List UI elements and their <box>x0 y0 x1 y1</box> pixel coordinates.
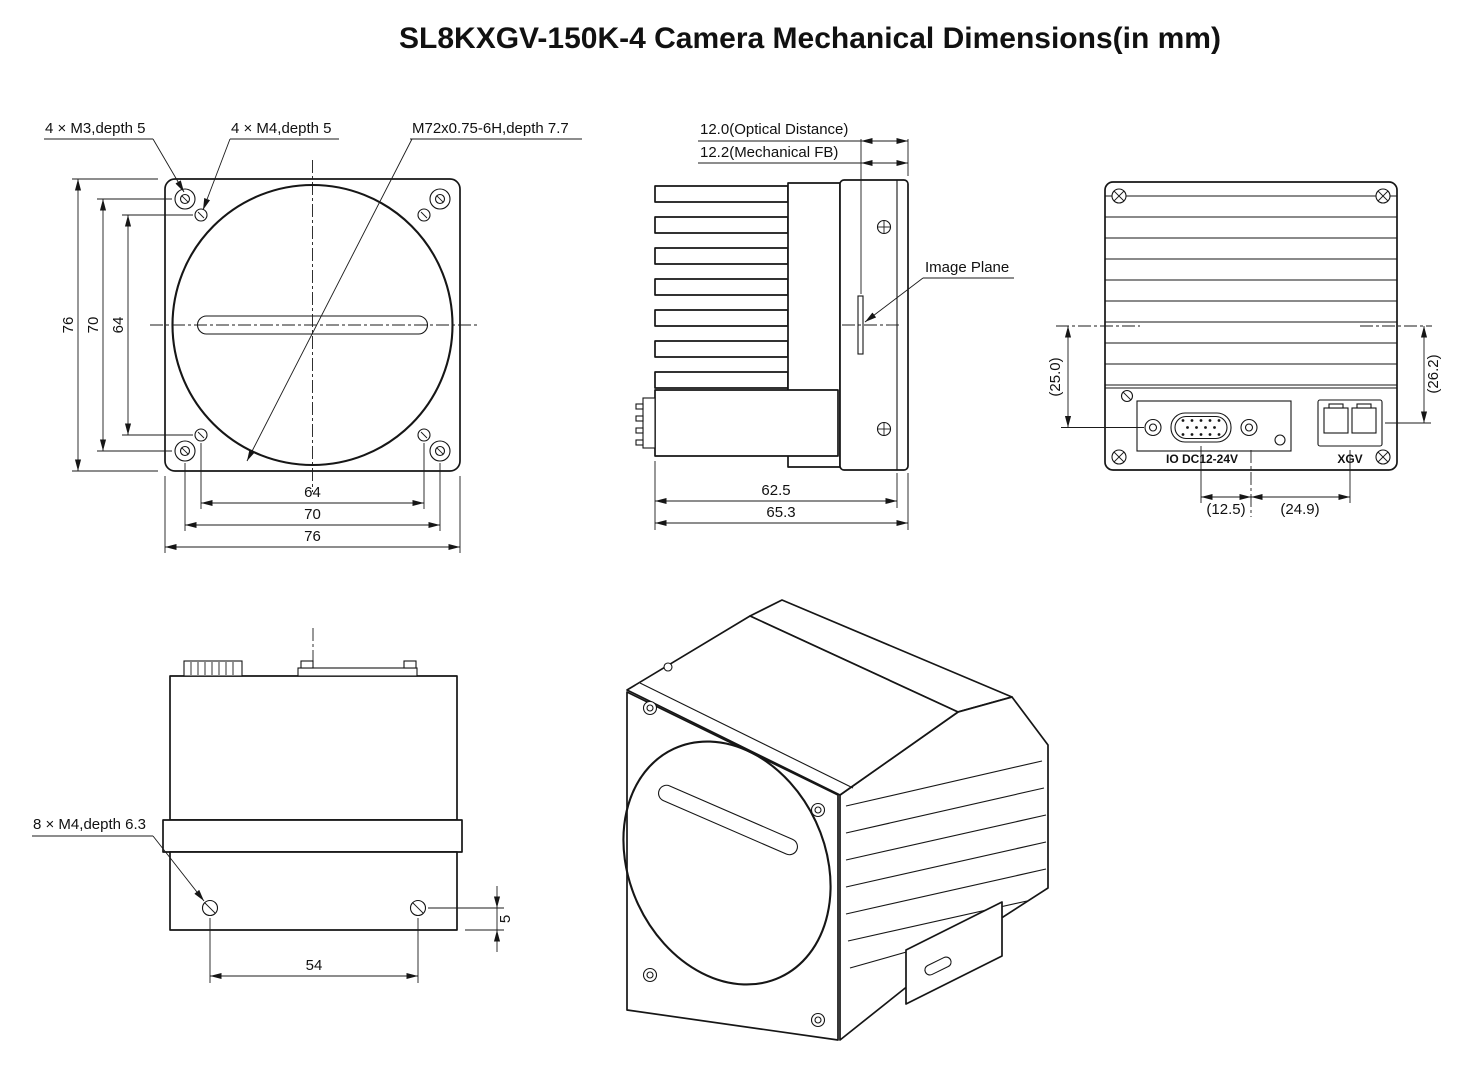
image-plane-label: Image Plane <box>925 259 1009 276</box>
callout-m3-label: 4 × M3,depth 5 <box>45 120 146 137</box>
heatsink-fins <box>654 185 789 389</box>
dim-total-length: 65.3 <box>766 504 795 521</box>
iso-screw-holes <box>642 700 826 1028</box>
iso-side-face <box>839 696 1049 1041</box>
iso-lens-ellipse <box>622 740 832 986</box>
top-connector-1 <box>183 660 243 677</box>
side-mount-holes <box>201 899 427 917</box>
dim-hole-spacing: 54 <box>306 957 323 974</box>
dim-body-length: 62.5 <box>761 482 790 499</box>
jack-screws <box>1144 418 1258 437</box>
m3-mount-holes <box>194 208 431 442</box>
iso-sensor-slot <box>658 784 798 856</box>
m4-mount-holes <box>174 188 451 462</box>
plate-screw-bottom <box>876 421 892 437</box>
dim-width-70: 70 <box>304 506 321 523</box>
side-view: 12.0(Optical Distance) 12.2(Mechanical F… <box>635 121 1014 530</box>
dim-mechanical-fb: 12.2(Mechanical FB) <box>700 144 838 161</box>
drawing-title: SL8KXGV-150K-4 Camera Mechanical Dimensi… <box>399 22 1221 55</box>
dim-height-70: 70 <box>85 317 102 334</box>
bottom-dimensions <box>32 835 504 983</box>
iso-usb-port <box>924 956 952 976</box>
bottom-body-upper <box>169 675 458 821</box>
dim-io-center: (25.0) <box>1047 357 1064 396</box>
indicator-led <box>1274 434 1286 446</box>
rear-fins <box>1105 195 1397 386</box>
dim-optical-distance: 12.0(Optical Distance) <box>700 121 848 138</box>
rear-view: IO DC12-24V XGV (25.0) (26.2) (12.5) (24… <box>1047 181 1442 518</box>
rear-box <box>654 389 839 457</box>
dim-io-offset: (12.5) <box>1206 501 1245 518</box>
dim-height-64: 64 <box>110 317 127 334</box>
dim-xgv-offset: (24.9) <box>1280 501 1319 518</box>
plate-screw-top <box>876 219 892 235</box>
bottom-flange <box>162 819 463 853</box>
bottom-view: 8 × M4,depth 6.3 54 5 <box>32 628 514 983</box>
iso-top-face <box>626 615 959 796</box>
rear-dimensions <box>1056 325 1432 517</box>
side-dimensions <box>654 137 1014 530</box>
db15-connector <box>1170 412 1232 443</box>
bottom-body-lower <box>169 851 458 931</box>
dim-hole-edge: 5 <box>497 915 514 923</box>
front-callouts <box>44 138 582 462</box>
callout-m4-label: 4 × M4,depth 5 <box>231 120 332 137</box>
iso-connector-pod <box>905 901 1003 1005</box>
dim-width-64: 64 <box>304 484 321 501</box>
front-view: 4 × M3,depth 5 4 × M4,depth 5 M72x0.75-6… <box>44 120 582 553</box>
io-panel-outline <box>1136 400 1292 452</box>
io-connector-side <box>635 397 656 449</box>
dim-width-76: 76 <box>304 528 321 545</box>
io-label: IO DC12-24V <box>1166 452 1238 466</box>
iso-top-screw <box>663 662 673 672</box>
front-dimensions <box>72 178 461 553</box>
callout-thread-label: M72x0.75-6H,depth 7.7 <box>412 120 569 137</box>
iso-front-face <box>626 691 839 1041</box>
callout-m4-bottom-label: 8 × M4,depth 6.3 <box>33 816 146 833</box>
dim-height-76: 76 <box>60 317 77 334</box>
dim-xgv-center: (26.2) <box>1425 354 1442 393</box>
iso-view <box>622 599 1049 1041</box>
xgv-connector <box>1317 399 1383 447</box>
rear-corner-screws <box>1111 188 1391 465</box>
top-connector-2 <box>297 660 418 677</box>
